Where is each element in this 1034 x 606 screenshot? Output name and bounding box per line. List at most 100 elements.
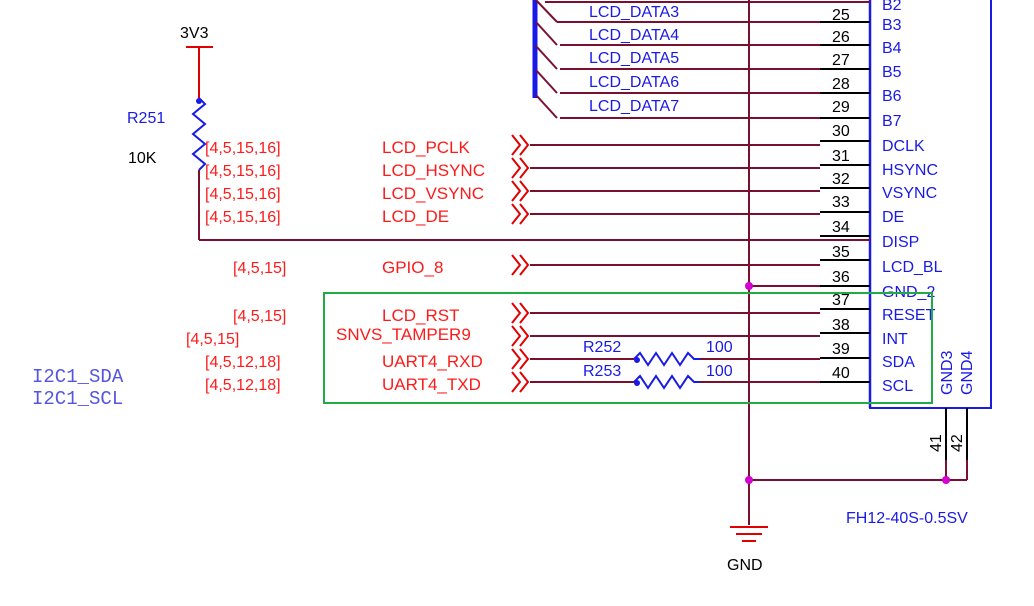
pages-lcd-rst: [4,5,15] [233,308,286,325]
pin-number: 33 [832,194,850,211]
pin-number: 34 [832,219,850,236]
pin-number: 37 [832,292,850,309]
net-lcd-data3: LCD_DATA3 [589,4,679,21]
pages-lcd-pclk: [4,5,15,16] [205,140,281,157]
r251-value: 10K [128,150,157,167]
net-lcd-rst: LCD_RST [382,306,459,325]
pin-number: 36 [832,269,850,286]
pin-name: SCL [882,378,913,395]
pin-number: 30 [832,123,850,140]
pin-name: RESET [882,307,936,324]
lcd-data-bus: LCD_DATA3 LCD_DATA4 LCD_DATA5 LCD_DATA6 … [532,0,679,119]
pin-name: DCLK [882,138,925,155]
power-label-3v3: 3V3 [180,25,209,42]
junction-dot [942,476,950,484]
pin-37: 37 RESET [820,292,936,324]
pin-name: INT [882,331,908,348]
pin-number-41: 41 [928,434,945,452]
highlight-box [323,292,933,404]
resistor-r253-symbol [633,374,700,390]
net-uart4-rxd: UART4_RXD [382,352,483,371]
pages-lcd-vsync: [4,5,15,16] [205,186,281,203]
ground-label: GND [727,557,763,574]
net-lcd-vsync: LCD_VSYNC [382,184,484,203]
pin-35: 35 LCD_BL [820,244,943,276]
pin-33: 33 DE [820,194,904,226]
net-lcd-data5: LCD_DATA5 [589,50,679,67]
pin-name: B6 [882,88,902,105]
net-gpio8: GPIO_8 [382,258,443,277]
pin-number-42: 42 [949,434,966,452]
pin-name: DISP [882,234,919,251]
pin-name: B5 [882,64,902,81]
net-snvs-tamper9: SNVS_TAMPER9 [336,325,471,344]
pin-name: LCD_BL [882,259,943,276]
pin-31: 31 HSYNC [820,148,938,179]
pin-29: 29 B7 [560,99,902,130]
pages-lcd-hsync: [4,5,15,16] [205,163,281,180]
pin-27: 27 B5 [560,52,902,81]
pin-number: 39 [832,341,850,358]
pages-snvs-tamper9: [4,5,15] [186,331,239,348]
pin-name: B7 [882,113,902,130]
pin-name-gnd3: GND3 [939,350,956,395]
pin-number: 27 [832,52,850,69]
pin-number: 40 [832,365,850,382]
pin-number: 25 [832,7,850,24]
connector-part-number: FH12-40S-0.5SV [846,510,968,527]
pages-uart4-txd: [4,5,12,18] [205,377,281,394]
pin-40: 40 SCL [820,365,913,395]
pin-number: 29 [832,99,850,116]
junction-dot [745,476,753,484]
pin-26: 26 B4 [560,29,902,57]
pages-uart4-rxd: [4,5,12,18] [205,354,281,371]
pin-number: 28 [832,76,850,93]
r253-value: 100 [706,363,733,380]
pin-25: 25 B3 [560,7,902,34]
resistor-r252-symbol [633,351,700,367]
net-lcd-de: LCD_DE [382,207,449,226]
i2c1-sda-label: I2C1_SDA [32,366,124,388]
junction-dot [745,282,753,290]
control-nets: [4,5,15,16] LCD_PCLK [4,5,15,16] LCD_HSY… [186,134,820,394]
pin-number: 31 [832,148,850,165]
net-lcd-hsync: LCD_HSYNC [382,161,485,180]
net-uart4-txd: UART4_TXD [382,375,481,394]
pages-gpio8: [4,5,15] [233,260,286,277]
ground-net: GND [727,0,967,574]
r252-ref: R252 [583,339,621,356]
resistor-r253: R253 100 [583,363,733,390]
pin-30: 30 DCLK [820,123,925,155]
resistor-r252: R252 100 [583,339,733,367]
pin-34: 34 DISP [820,219,919,251]
pin-32: 32 VSYNC [820,171,937,202]
pin-name: DE [882,209,904,226]
net-lcd-pclk: LCD_PCLK [382,138,471,157]
pin-39: 39 SDA [820,341,915,371]
r253-ref: R253 [583,363,621,380]
pages-lcd-de: [4,5,15,16] [205,209,281,226]
pin-28: 28 B6 [560,76,902,105]
net-lcd-data4: LCD_DATA4 [589,27,679,44]
pin-number: 32 [832,171,850,188]
pin-number: 35 [832,244,850,261]
i2c1-scl-label: I2C1_SCL [32,388,123,410]
resistor-r251-symbol [191,97,207,171]
pin-name: HSYNC [882,162,938,179]
r251-ref: R251 [127,110,165,127]
pin-name: B3 [882,17,902,34]
pin-name: VSYNC [882,185,937,202]
pin-name-gnd4: GND4 [959,350,976,395]
pin-name: SDA [882,354,915,371]
net-lcd-data7: LCD_DATA7 [589,98,679,115]
pin-name-b2: B2 [882,0,902,14]
net-lcd-data6: LCD_DATA6 [589,74,679,91]
pin-number: 38 [832,317,850,334]
pin-38: 38 INT [820,317,908,348]
resistor-r251: R251 10K [127,97,870,241]
r252-value: 100 [706,339,733,356]
power-3v3: 3V3 [180,25,213,98]
pin-number: 26 [832,29,850,46]
pin-name: B4 [882,40,902,57]
